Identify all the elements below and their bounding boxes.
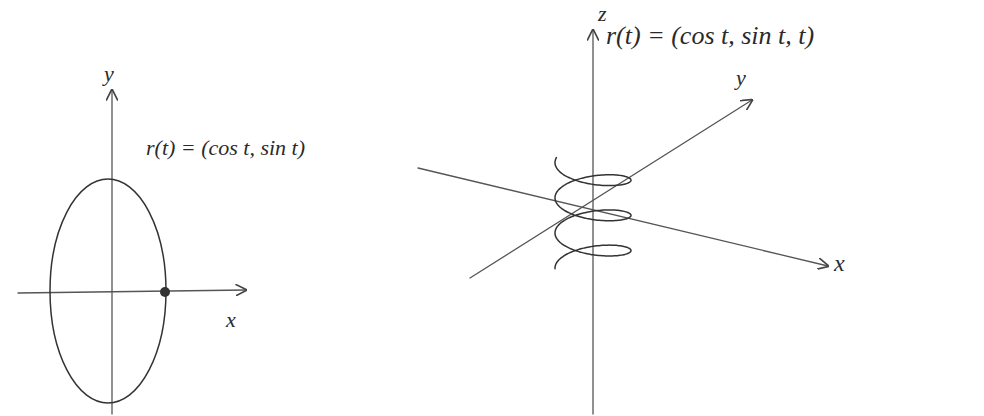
axis-label: x bbox=[834, 250, 845, 276]
curve-equation: r(t) = (cos t, sin t, t) bbox=[606, 22, 814, 51]
curve-equation: r(t) = (cos t, sin t) bbox=[146, 136, 305, 160]
axis-label: y bbox=[104, 62, 114, 86]
axis-label: y bbox=[736, 66, 746, 90]
y-axis bbox=[470, 100, 752, 278]
circle-curve bbox=[50, 179, 166, 403]
axis-label: z bbox=[598, 2, 607, 26]
point-marker bbox=[160, 287, 170, 297]
y-axis bbox=[111, 90, 112, 414]
axis-label: x bbox=[226, 308, 236, 332]
helix-curve bbox=[555, 158, 631, 269]
x-axis bbox=[418, 168, 828, 266]
z-axis bbox=[592, 30, 593, 414]
x-axis bbox=[18, 290, 246, 293]
